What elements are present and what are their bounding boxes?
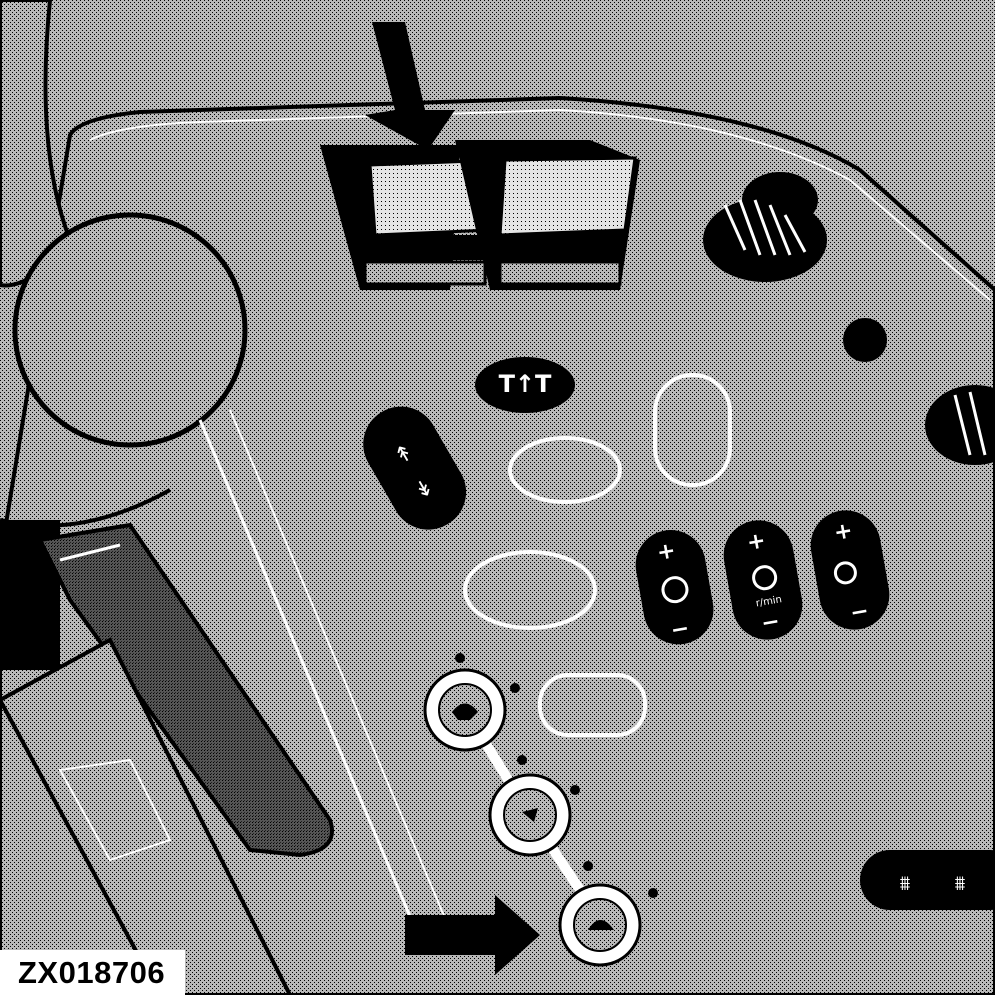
figure-reference-id: ZX018706 — [0, 950, 185, 995]
rocker-switch-left[interactable] — [320, 145, 502, 290]
svg-text:T↑T: T↑T — [499, 370, 552, 398]
adjust-switch-rotor-speed[interactable]: + r/min − — [718, 515, 808, 645]
svg-text:⩩: ⩩ — [900, 871, 911, 895]
header-tilt-switch[interactable]: ⩩ ⩩ — [860, 850, 995, 910]
callout-arrow-bottom — [405, 895, 540, 975]
indicator-lamp — [843, 318, 887, 362]
svg-text:⩩: ⩩ — [955, 871, 966, 895]
joystick-grip[interactable] — [0, 0, 248, 670]
adjust-switch-concave[interactable]: + − — [630, 524, 719, 649]
minus-label: − — [669, 616, 691, 644]
threshing-engage-button[interactable]: T↑T — [475, 357, 575, 413]
minus-label: − — [759, 609, 781, 637]
plus-label: + — [832, 518, 854, 546]
blank-switch-pad — [653, 373, 732, 487]
rotor-speed-icon — [752, 565, 778, 591]
neutral-icon — [522, 808, 538, 822]
adjust-switch-fan-speed[interactable]: + − — [805, 505, 895, 635]
rotary-knob[interactable] — [703, 172, 827, 282]
right-lever[interactable] — [925, 385, 995, 465]
speed-range-selector[interactable] — [423, 653, 658, 967]
plus-label: + — [655, 538, 677, 566]
rotor-speed-unit: r/min — [755, 594, 783, 609]
fan-speed-icon — [833, 561, 857, 585]
rabbit-icon — [452, 703, 478, 720]
minus-label: − — [848, 599, 870, 627]
rocker-switch-right[interactable] — [455, 140, 640, 290]
blank-switch-pad — [463, 550, 597, 630]
turtle-icon — [588, 920, 614, 930]
plus-label: + — [745, 528, 767, 556]
lever-track — [0, 409, 451, 995]
header-raise-lower-switch[interactable]: ↟ ↡ — [350, 393, 480, 543]
blank-switch-pad — [538, 673, 647, 737]
concave-clearance-icon — [661, 576, 689, 604]
blank-switch-pad — [508, 436, 622, 504]
callout-arrow-top — [365, 22, 455, 150]
